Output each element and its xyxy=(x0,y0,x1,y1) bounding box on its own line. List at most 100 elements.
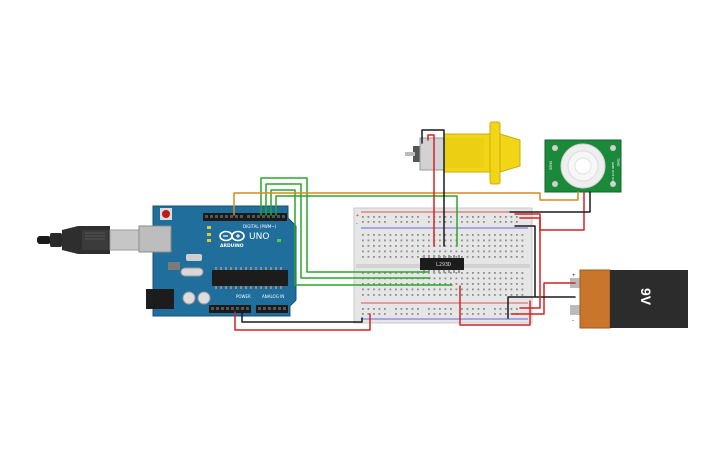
breadboard-hole xyxy=(378,245,381,247)
breadboard-hole xyxy=(411,221,414,223)
wire-red-jumper[interactable] xyxy=(459,285,531,326)
breadboard-hole xyxy=(461,277,463,280)
wire-green-3[interactable] xyxy=(270,189,453,286)
breadboard-hole xyxy=(472,294,474,296)
breadboard-hole xyxy=(362,245,364,247)
breadboard-hole xyxy=(395,294,397,296)
breadboard-hole xyxy=(367,221,370,223)
breadboard-hole xyxy=(494,283,496,285)
pir-label-time: TIME xyxy=(616,157,620,166)
wire-red-motor[interactable] xyxy=(427,134,435,247)
breadboard-hole xyxy=(494,288,496,291)
wire-green-2[interactable] xyxy=(265,183,431,279)
breadboard-hole xyxy=(433,288,436,291)
breadboard-hole xyxy=(521,283,524,285)
breadboard-hole xyxy=(472,221,474,223)
breadboard-hole xyxy=(367,272,370,274)
breadboard-hole xyxy=(477,277,480,280)
breadboard-hole xyxy=(472,250,474,253)
breadboard-hole xyxy=(362,288,364,291)
breadboard-hole xyxy=(455,283,458,285)
breadboard-hole xyxy=(395,239,397,242)
wire-red-rail-link[interactable] xyxy=(519,217,541,309)
breadboard-hole xyxy=(499,272,502,274)
dc-motor[interactable] xyxy=(405,121,521,185)
breadboard-hole xyxy=(461,234,463,236)
breadboard-hole xyxy=(367,245,370,247)
wire-red-bottom[interactable] xyxy=(234,311,371,331)
breadboard-hole xyxy=(367,239,370,242)
wire-black-bottom[interactable] xyxy=(241,311,363,323)
breadboard-hole xyxy=(362,234,364,236)
breadboard-hole xyxy=(488,245,491,247)
breadboard-hole xyxy=(499,234,502,236)
breadboard-hole xyxy=(466,239,469,242)
breadboard-hole xyxy=(477,239,480,242)
breadboard-hole xyxy=(450,216,452,218)
breadboard-hole xyxy=(406,245,408,247)
arduino-uno-board[interactable]: DIGITAL (PWM~) ARDUINO UNO xyxy=(138,205,297,317)
breadboard-hole xyxy=(483,239,485,242)
breadboard-hole xyxy=(466,288,469,291)
wire-black-battery[interactable] xyxy=(507,296,576,319)
breadboard-hole xyxy=(378,294,381,296)
breadboard-hole xyxy=(389,294,392,296)
wire-red-battery[interactable] xyxy=(511,282,576,315)
wire-green-1[interactable] xyxy=(260,177,429,273)
breadboard-hole xyxy=(450,234,452,236)
breadboard-hole xyxy=(428,216,430,218)
breadboard-hole xyxy=(439,313,441,315)
pir-sensor[interactable]: SENS TIME GND OUT VCC xyxy=(544,139,622,193)
breadboard-hole xyxy=(477,250,480,253)
breadboard-hole xyxy=(521,294,524,296)
wire-green-4[interactable] xyxy=(275,195,458,247)
breadboard-hole xyxy=(466,221,469,223)
breadboard-hole xyxy=(461,288,463,291)
breadboard-hole xyxy=(505,313,507,315)
battery-terminal-minus: - xyxy=(572,318,574,324)
breadboard-hole xyxy=(389,272,392,274)
wire-orange[interactable] xyxy=(233,191,579,216)
breadboard-hole xyxy=(428,239,430,242)
breadboard-hole xyxy=(461,294,463,296)
breadboard-hole xyxy=(505,277,507,280)
breadboard-hole xyxy=(362,221,364,223)
breadboard-hole xyxy=(373,234,375,236)
battery-9v[interactable]: 9V + - xyxy=(570,269,688,329)
breadboard-hole xyxy=(406,221,408,223)
breadboard-hole xyxy=(444,239,447,242)
breadboard-hole xyxy=(472,234,474,236)
breadboard-hole xyxy=(516,221,518,223)
breadboard-hole xyxy=(477,245,480,247)
breadboard-hole xyxy=(373,245,375,247)
breadboard-hole xyxy=(516,239,518,242)
breadboard-hole xyxy=(422,283,425,285)
breadboard-hole xyxy=(367,234,370,236)
breadboard-hole xyxy=(499,308,502,310)
wire-black-rail-link[interactable] xyxy=(514,225,536,297)
breadboard-hole xyxy=(488,277,491,280)
breadboard-hole xyxy=(373,216,375,218)
breadboard-hole xyxy=(472,239,474,242)
breadboard-hole xyxy=(466,245,469,247)
breadboard-hole xyxy=(494,216,496,218)
breadboard-hole xyxy=(477,288,480,291)
breadboard-hole xyxy=(384,221,386,223)
breadboard-hole xyxy=(505,288,507,291)
breadboard-hole xyxy=(499,245,502,247)
breadboard-hole xyxy=(411,283,414,285)
battery-label: 9V xyxy=(638,288,654,306)
breadboard-hole xyxy=(516,245,518,247)
breadboard-hole xyxy=(450,294,452,296)
breadboard-hole xyxy=(461,283,463,285)
breadboard-hole xyxy=(488,250,491,253)
wire-black-motor[interactable] xyxy=(421,129,445,247)
wire-black-pir[interactable] xyxy=(509,191,591,213)
breadboard-hole xyxy=(472,283,474,285)
reset-button[interactable] xyxy=(162,210,170,218)
breadboard-hole xyxy=(373,272,375,274)
breadboard-hole xyxy=(411,250,414,253)
breadboard-hole xyxy=(466,277,469,280)
digital-header xyxy=(203,213,287,221)
battery-terminal-plus: + xyxy=(572,273,576,279)
